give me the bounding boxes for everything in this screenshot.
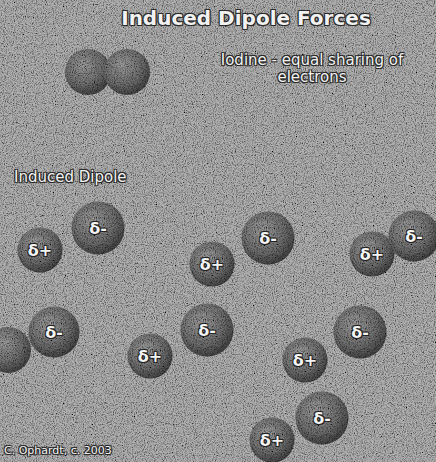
iodine-atom: δ- <box>241 211 295 265</box>
iodine-atom: δ- <box>71 201 125 255</box>
iodine-atom <box>0 327 31 373</box>
atom-sphere <box>242 212 295 265</box>
title: Induced Dipole Forces <box>121 6 371 30</box>
iodine-atom: δ+ <box>249 417 295 462</box>
partial-charge: δ+ <box>293 351 317 370</box>
atom-sphere <box>296 392 349 445</box>
credit: C. Ophardt, c. 2003 <box>4 444 112 457</box>
iodine-atom: δ- <box>333 305 387 359</box>
partial-charge: δ- <box>198 321 216 340</box>
iodine-atom: δ- <box>28 306 80 358</box>
iodine-atom: δ+ <box>17 227 63 273</box>
partial-charge: δ- <box>405 227 423 246</box>
partial-charge: δ- <box>45 323 63 342</box>
partial-charge: δ- <box>89 219 107 238</box>
iodine-atom: δ+ <box>282 337 328 383</box>
partial-charge: δ- <box>351 323 369 342</box>
atom-sphere <box>29 307 80 358</box>
iodine-atom <box>104 49 150 95</box>
iodine-atom: δ- <box>388 210 436 262</box>
atom-sphere <box>334 306 387 359</box>
partial-charge: δ- <box>313 409 331 428</box>
iodine-atom: δ- <box>295 391 349 445</box>
atom-sphere <box>250 418 295 462</box>
molecule-note: Iodine - equal sharing of electrons <box>217 52 407 87</box>
iodine-molecule <box>65 49 150 95</box>
iodine-atom: δ- <box>180 303 234 357</box>
atom-sphere <box>283 338 328 383</box>
atom-sphere <box>181 304 234 357</box>
partial-charge: δ+ <box>200 255 224 274</box>
induced-dipole-label: Induced Dipole <box>14 168 127 186</box>
iodine-atom: δ+ <box>127 333 173 379</box>
atom-sphere <box>190 242 235 287</box>
atom-sphere <box>18 228 63 273</box>
atom-sphere <box>389 211 436 262</box>
partial-charge: δ+ <box>138 347 162 366</box>
atom-sphere <box>128 334 173 379</box>
iodine-atom: δ+ <box>349 231 395 277</box>
iodine-atom: δ+ <box>189 241 235 287</box>
atom-sphere <box>72 202 125 255</box>
partial-charge: δ+ <box>360 245 384 264</box>
partial-charge: δ+ <box>260 431 284 450</box>
atom-sphere <box>350 232 395 277</box>
partial-charge: δ- <box>259 229 277 248</box>
partial-charge: δ+ <box>28 241 52 260</box>
